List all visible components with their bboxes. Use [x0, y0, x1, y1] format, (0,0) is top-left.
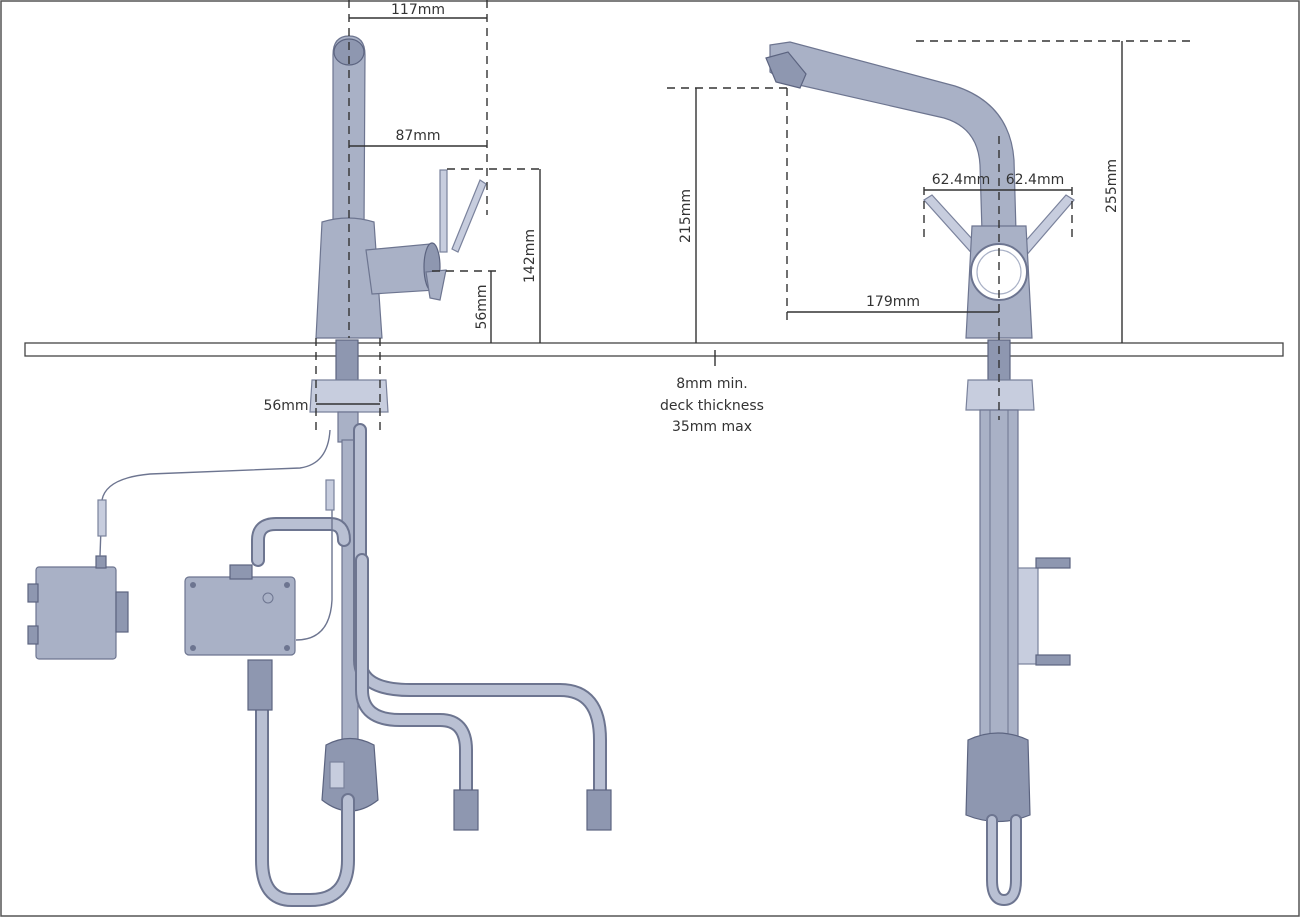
left-nut — [309, 379, 389, 413]
dim-lever-swing-left: 62.4mm — [932, 172, 990, 188]
left-hose-fitting-2 — [586, 789, 612, 831]
left-lever-vertical — [439, 169, 448, 253]
dim-lever-swing-right: 62.4mm — [1006, 172, 1064, 188]
dim-body-diameter: 56mm — [263, 398, 308, 414]
dim-lever-height: 142mm — [522, 229, 538, 283]
left-hose-a — [353, 423, 607, 807]
dim-total-height: 255mm — [1104, 159, 1120, 213]
right-spout-arm — [769, 41, 1017, 233]
right-nut — [965, 379, 1035, 411]
middle-dimensions: 215mm 8mm min. deck thickness 35mm max — [660, 87, 790, 435]
right-main-tube — [979, 409, 1019, 751]
control-box-large — [184, 564, 296, 656]
left-tap-side-view — [27, 35, 612, 907]
left-lever-lower — [425, 269, 447, 301]
dim-spout-height: 215mm — [678, 189, 694, 243]
left-tap-body — [315, 217, 383, 339]
deck-note-line3: 35mm max — [672, 419, 752, 435]
right-mixing-chamber — [965, 732, 1031, 823]
dim-spout-projection: 179mm — [866, 294, 920, 310]
deck-plate — [24, 342, 1284, 357]
deck-note-line1: 8mm min. — [676, 376, 747, 392]
left-chamber-window — [329, 761, 345, 789]
deck-note-line2: deck thickness — [660, 398, 764, 414]
dim-handle-height: 56mm — [474, 284, 490, 329]
left-spout-tip — [333, 38, 365, 66]
left-dimensions: 117mm 87mm 142mm 56mm 56mm — [263, 0, 545, 432]
dim-spout-reach-inner: 87mm — [395, 128, 440, 144]
cable-1 — [99, 429, 331, 557]
right-tap-front-view — [765, 41, 1075, 907]
right-side-bracket — [1017, 567, 1039, 665]
dim-spout-reach-top: 117mm — [391, 2, 445, 18]
control-box-small — [27, 555, 129, 660]
right-spout-outlet — [765, 51, 807, 89]
right-dimensions: 179mm 62.4mm 62.4mm 255mm — [786, 40, 1196, 420]
left-shank-threaded — [335, 339, 359, 381]
left-mixing-chamber — [321, 737, 379, 812]
cable-2 — [295, 500, 333, 641]
left-hose-fitting-3 — [247, 659, 273, 711]
left-lever-angled — [451, 179, 487, 253]
left-hose-fitting-1 — [453, 789, 479, 831]
